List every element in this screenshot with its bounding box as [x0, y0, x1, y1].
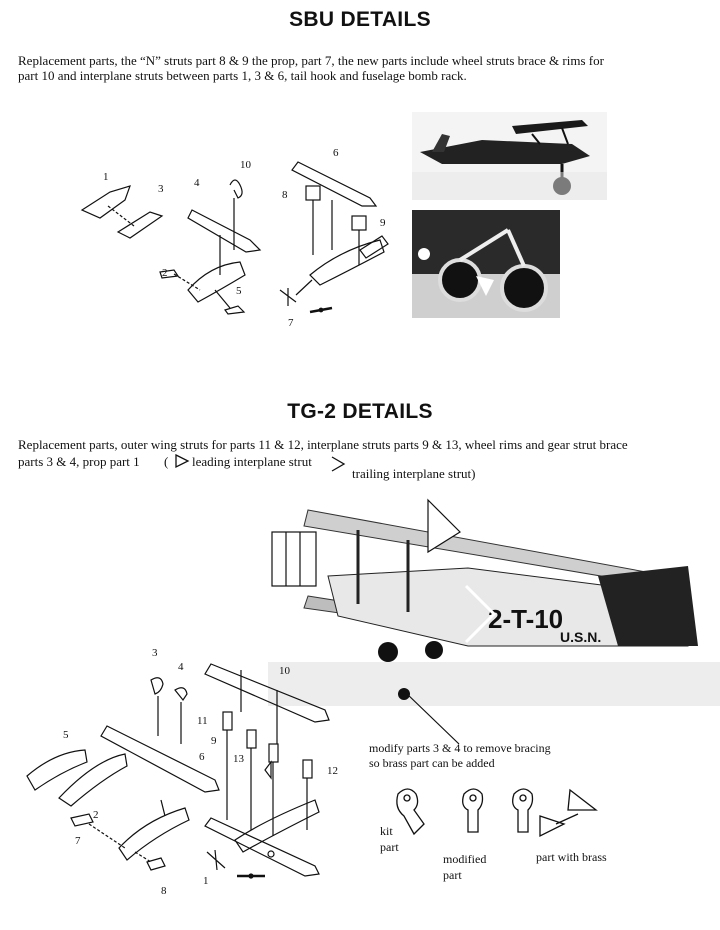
brass-triangle-large	[567, 788, 598, 811]
tg2-exploded-diagram: 1 2 3 4 5 6 7 8 9 10 11 12 13	[26, 647, 338, 897]
tg2-label-7: 7	[75, 835, 81, 847]
tg2-part-4-shape	[174, 687, 188, 702]
sbu-landing-gear-photo	[412, 210, 560, 318]
kit-part-label-line-1: kit	[380, 824, 393, 838]
sbu-label-10: 10	[240, 159, 252, 171]
tg2-intro-line-3: trailing interplane strut)	[352, 466, 476, 481]
sbu-part-6-shape	[291, 161, 378, 207]
tg2-part-13-shape	[268, 743, 279, 763]
tg2-part-5-shape	[26, 749, 88, 791]
tg2-photo-marking-a: 2-T-10	[488, 604, 563, 634]
kit-part-shape	[396, 788, 425, 836]
tg2-intro-line-1: Replacement parts, outer wing struts for…	[18, 437, 628, 452]
tg2-part-3-shape	[150, 677, 164, 695]
tg2-photo-marking-b: U.S.N.	[560, 629, 601, 645]
sbu-label-9: 9	[380, 217, 386, 229]
modify-leader-line	[404, 691, 460, 745]
tg2-label-12: 12	[327, 765, 338, 777]
tg2-label-11: 11	[197, 715, 208, 727]
tg2-label-3: 3	[152, 647, 158, 659]
sbu-part-8-shape	[305, 185, 321, 201]
tg2-assembled-lower-shape	[204, 817, 320, 877]
sbu-part-3-shape	[116, 211, 164, 239]
tg2-intro-line-2b: leading interplane strut	[192, 454, 312, 469]
leading-strut-icon	[175, 453, 190, 469]
tg2-fuselage-shape	[118, 807, 190, 861]
sbu-intro-line-1: Replacement parts, the “N” struts part 8…	[18, 53, 604, 68]
tg2-part-6-shape	[100, 725, 220, 793]
tg2-label-9: 9	[211, 735, 217, 747]
sbu-aircraft-photo	[412, 112, 607, 200]
sbu-part-5-shape	[224, 305, 246, 315]
trailing-strut-icon	[331, 456, 346, 472]
tg2-part-1-shape	[206, 849, 226, 871]
sbu-fuselage-shape	[187, 261, 246, 303]
kit-part-label-line-2: part	[380, 840, 399, 854]
tg2-part-12-shape	[302, 759, 313, 779]
modify-note-line-2: so brass part can be added	[369, 756, 495, 770]
sbu-part-7-shape	[279, 288, 297, 306]
sbu-label-3: 3	[158, 183, 164, 195]
tg2-title: TG-2 DETAILS	[287, 400, 433, 423]
tg2-label-4: 4	[178, 661, 184, 673]
tg2-label-1: 1	[203, 875, 209, 887]
modified-part-label-line-1: modified	[443, 852, 487, 866]
sbu-exploded-diagram: 1 2 3 4 5 6 7 8 9 10	[80, 147, 389, 329]
tg2-aircraft-photo: 2-T-10 U.S.N.	[268, 496, 720, 706]
tg2-part-7-shape	[70, 813, 94, 827]
tg2-label-2: 2	[93, 809, 99, 821]
tg2-part-11-shape	[222, 711, 233, 731]
tg2-part-10-shape	[204, 663, 330, 723]
sbu-label-6: 6	[333, 147, 339, 159]
sbu-part-10-shape	[229, 179, 243, 199]
sbu-part-9-shape	[351, 215, 367, 231]
sbu-label-1: 1	[103, 171, 109, 183]
sbu-title: SBU DETAILS	[289, 8, 431, 31]
tg2-label-13: 13	[233, 753, 245, 765]
tg2-label-6: 6	[199, 751, 205, 763]
sbu-label-7: 7	[288, 317, 294, 329]
sbu-label-8: 8	[282, 189, 288, 201]
tg2-label-8: 8	[161, 885, 167, 897]
brass-triangle-small	[539, 815, 566, 838]
modified-part-label-line-2: part	[443, 868, 462, 882]
tg2-label-5: 5	[63, 729, 69, 741]
sbu-label-5: 5	[236, 285, 242, 297]
brass-part-label: part with brass	[536, 850, 607, 864]
sbu-label-2: 2	[162, 267, 168, 279]
brass-part-shape	[512, 788, 534, 833]
tg2-paren-open: (	[164, 454, 169, 469]
sbu-part-2-shape	[159, 269, 180, 279]
tg2-part-8-shape	[146, 857, 166, 871]
tg2-part-9-shape	[246, 729, 257, 749]
tg2-intro-line-2a: parts 3 & 4, prop part 1	[18, 454, 140, 469]
sbu-intro-line-2: part 10 and interplane struts between pa…	[18, 68, 467, 83]
modified-part-shape	[462, 788, 484, 833]
strut-modification-figures	[396, 788, 598, 838]
strut-bracket-callout	[271, 531, 317, 587]
tg2-part-2-shape	[58, 753, 128, 807]
modify-note-line-1: modify parts 3 & 4 to remove bracing	[369, 741, 551, 755]
tg2-label-10: 10	[279, 665, 291, 677]
sbu-assembled-fuselage-shape	[309, 239, 385, 286]
sbu-part-4-shape	[187, 209, 262, 253]
sbu-part-1-shape	[80, 185, 131, 219]
sbu-label-4: 4	[194, 177, 200, 189]
